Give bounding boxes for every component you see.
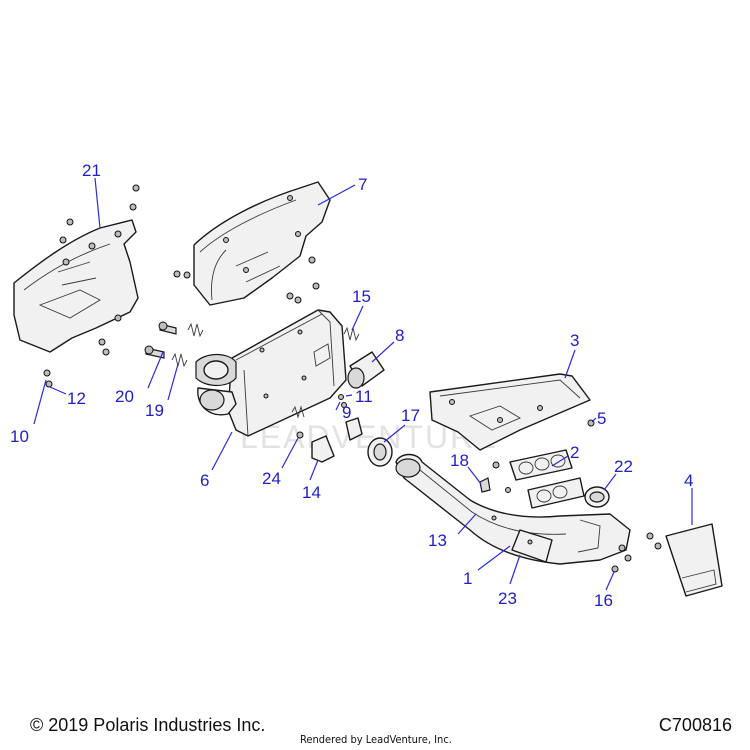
- callout-14: 14: [302, 483, 321, 502]
- shield-plate-4: [665, 523, 723, 597]
- callout-15: 15: [352, 287, 371, 306]
- callout-9: 9: [342, 403, 351, 422]
- callout-4: 4: [684, 471, 693, 490]
- callout-20: 20: [115, 387, 134, 406]
- callout-11: 11: [355, 387, 373, 406]
- heat-shield-left: [13, 219, 139, 353]
- callout-22: 22: [614, 457, 633, 476]
- callout-17: 17: [401, 406, 420, 425]
- gasket-ring-22: [584, 486, 610, 508]
- heat-shield-rear: [429, 373, 591, 451]
- heat-shield-upper: [193, 181, 331, 306]
- copyright-notice: © 2019 Polaris Industries Inc.: [30, 715, 266, 735]
- callout-23: 23: [498, 589, 517, 608]
- callout-18: 18: [450, 451, 469, 470]
- mounts-14-24: [291, 405, 363, 463]
- header-pipe: [395, 453, 631, 565]
- callout-2: 2: [570, 443, 579, 462]
- stud-18: [479, 477, 491, 493]
- muffler: [195, 309, 347, 437]
- leader-lines: [33, 177, 693, 591]
- callout-1: 1: [463, 569, 472, 588]
- callout-8: 8: [395, 326, 404, 345]
- heat-shield-upper-fasteners: [173, 256, 320, 304]
- callout-10: 10: [10, 427, 29, 446]
- heat-shield-left-fasteners: [43, 184, 140, 388]
- callout-labels: 21 7 15 8 3 4 5 12 10 20 19 6 24 14 9 11…: [10, 161, 693, 610]
- callout-24: 24: [262, 469, 281, 488]
- callout-3: 3: [570, 331, 579, 350]
- callout-5: 5: [597, 409, 606, 428]
- callout-7: 7: [358, 175, 367, 194]
- bolts-and-springs: [144, 321, 204, 368]
- callout-13: 13: [428, 531, 447, 550]
- spring-15-and-tip-8: [338, 326, 385, 408]
- exhaust-gaskets-2: [492, 449, 585, 509]
- callout-19: 19: [145, 401, 164, 420]
- callout-16: 16: [594, 591, 613, 610]
- callout-12: 12: [67, 389, 86, 408]
- diagram-code: C700816: [658, 715, 732, 735]
- callout-21: 21: [82, 161, 101, 180]
- rendered-by-credit: Rendered by LeadVenture, Inc.: [300, 733, 452, 746]
- gasket-ring-17: [367, 437, 393, 467]
- fasteners-16: [611, 532, 662, 573]
- callout-6: 6: [200, 471, 209, 490]
